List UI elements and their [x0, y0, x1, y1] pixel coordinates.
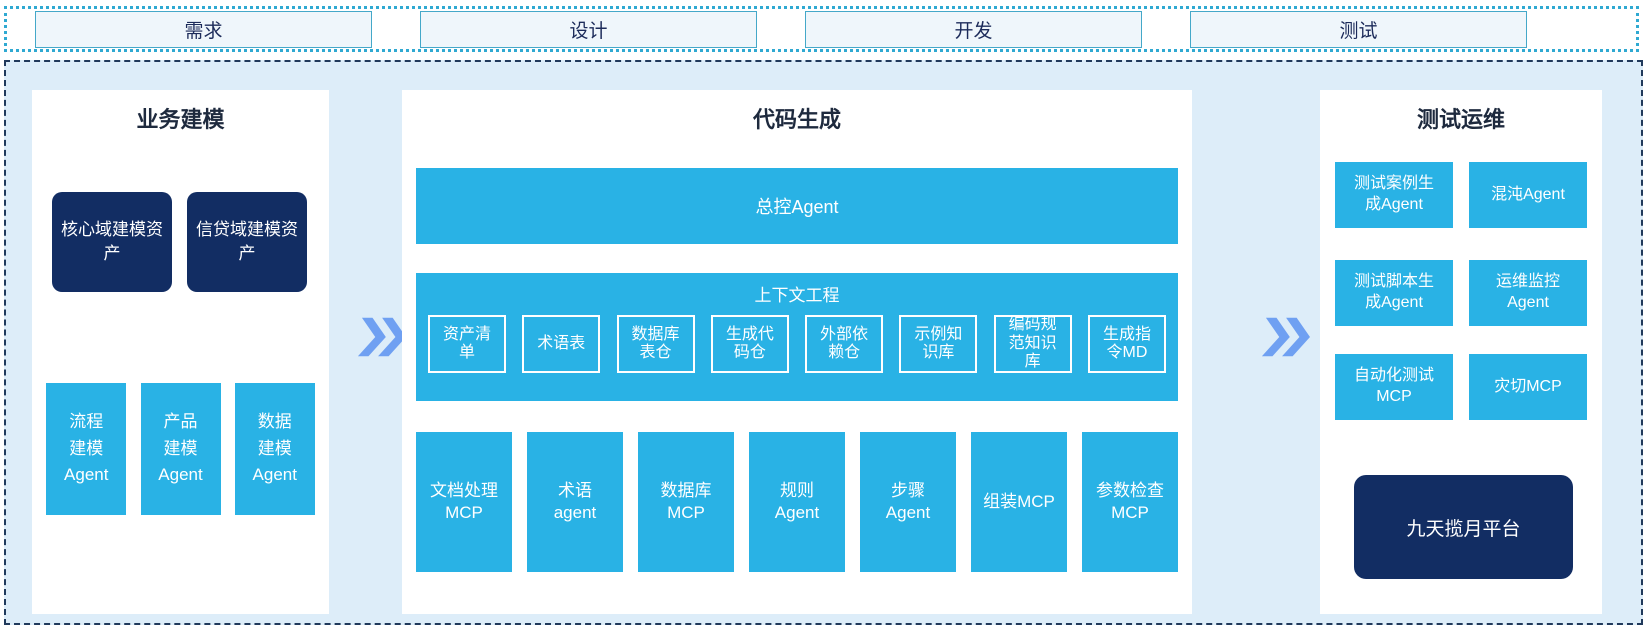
data-modeling-agent-box: 数据建模Agent	[234, 383, 315, 515]
automated-test-mcp-box: 自动化测试MCP	[1335, 354, 1453, 420]
database-mcp-box: 数据库MCP	[638, 432, 734, 572]
generation-instruction-md-box: 生成指令MD	[1087, 315, 1166, 373]
disaster-switch-mcp-box: 灾切MCP	[1469, 354, 1587, 420]
business-modeling-title: 业务建模	[136, 107, 225, 132]
core-domain-asset-box: 核心域建模资产	[52, 192, 172, 292]
test-script-gen-agent-box: 测试脚本生成Agent	[1335, 260, 1453, 326]
ops-monitor-agent-box: 运维监控Agent	[1469, 260, 1587, 326]
jiutian-lanyue-platform-box: 九天揽月平台	[1354, 475, 1573, 579]
generated-code-repo-box: 生成代码仓	[710, 315, 789, 373]
double-chevron-icon	[1261, 316, 1311, 358]
modeling-asset-row: 核心域建模资产 信贷域建模资产	[52, 192, 307, 292]
coding-standard-kb-box: 编码规范知识库	[993, 315, 1072, 373]
step-agent-box: 步骤Agent	[860, 432, 956, 572]
assembly-mcp-box: 组装MCP	[971, 432, 1067, 572]
process-modeling-agent-box: 流程建模Agent	[46, 383, 127, 515]
phase-band: 需求 设计 开发 测试	[4, 6, 1639, 52]
test-ops-row-3: 自动化测试MCP 灾切MCP	[1335, 354, 1587, 420]
context-engineering-box: 上下文工程 资产清单 术语表 数据库表仓 生成代码仓 外部依赖仓 示例知识库 编…	[416, 273, 1178, 401]
double-chevron-icon	[357, 316, 406, 358]
chaos-agent-box: 混沌Agent	[1469, 162, 1587, 228]
context-engineering-title: 上下文工程	[754, 286, 840, 305]
asset-list-box: 资产清单	[428, 315, 506, 373]
product-modeling-agent-box: 产品建模Agent	[140, 383, 221, 515]
db-table-repo-box: 数据库表仓	[616, 315, 695, 373]
codegen-tools-row: 文档处理MCP 术语agent 数据库MCP 规则Agent 步骤Agent 组…	[416, 432, 1178, 572]
panel-code-generation: 代码生成 总控Agent 上下文工程 资产清单 术语表 数据库表仓 生成代码仓 …	[402, 90, 1192, 614]
code-generation-title: 代码生成	[752, 107, 841, 132]
phase-box-requirements: 需求	[35, 10, 372, 48]
credit-domain-asset-box: 信贷域建模资产	[187, 192, 307, 292]
panel-business-modeling: 业务建模 核心域建模资产 信贷域建模资产 流程建模Agent 产品建模Agent…	[32, 90, 329, 614]
test-ops-row-1: 测试案例生成Agent 混沌Agent	[1335, 162, 1587, 228]
test-ops-title: 测试运维	[1416, 107, 1505, 132]
master-agent-bar: 总控Agent	[416, 168, 1178, 244]
main-panel: 业务建模 核心域建模资产 信贷域建模资产 流程建模Agent 产品建模Agent…	[4, 60, 1643, 625]
example-knowledge-base-box: 示例知识库	[899, 315, 978, 373]
panel-test-ops: 测试运维 测试案例生成Agent 混沌Agent 测试脚本生成Agent 运维监…	[1320, 90, 1602, 614]
rule-agent-box: 规则Agent	[749, 432, 845, 572]
phase-box-testing: 测试	[1190, 10, 1527, 48]
glossary-box: 术语表	[522, 315, 601, 373]
param-check-mcp-box: 参数检查MCP	[1082, 432, 1178, 572]
external-dependency-repo-box: 外部依赖仓	[805, 315, 884, 373]
context-items-row: 资产清单 术语表 数据库表仓 生成代码仓 外部依赖仓 示例知识库 编码规范知识库…	[416, 306, 1178, 373]
glossary-agent-box: 术语agent	[527, 432, 623, 572]
test-ops-row-2: 测试脚本生成Agent 运维监控Agent	[1335, 260, 1587, 326]
modeling-agent-row: 流程建模Agent 产品建模Agent 数据建模Agent	[32, 383, 329, 515]
doc-processing-mcp-box: 文档处理MCP	[416, 432, 512, 572]
phase-box-development: 开发	[805, 10, 1142, 48]
phase-box-design: 设计	[420, 10, 757, 48]
test-case-gen-agent-box: 测试案例生成Agent	[1335, 162, 1453, 228]
